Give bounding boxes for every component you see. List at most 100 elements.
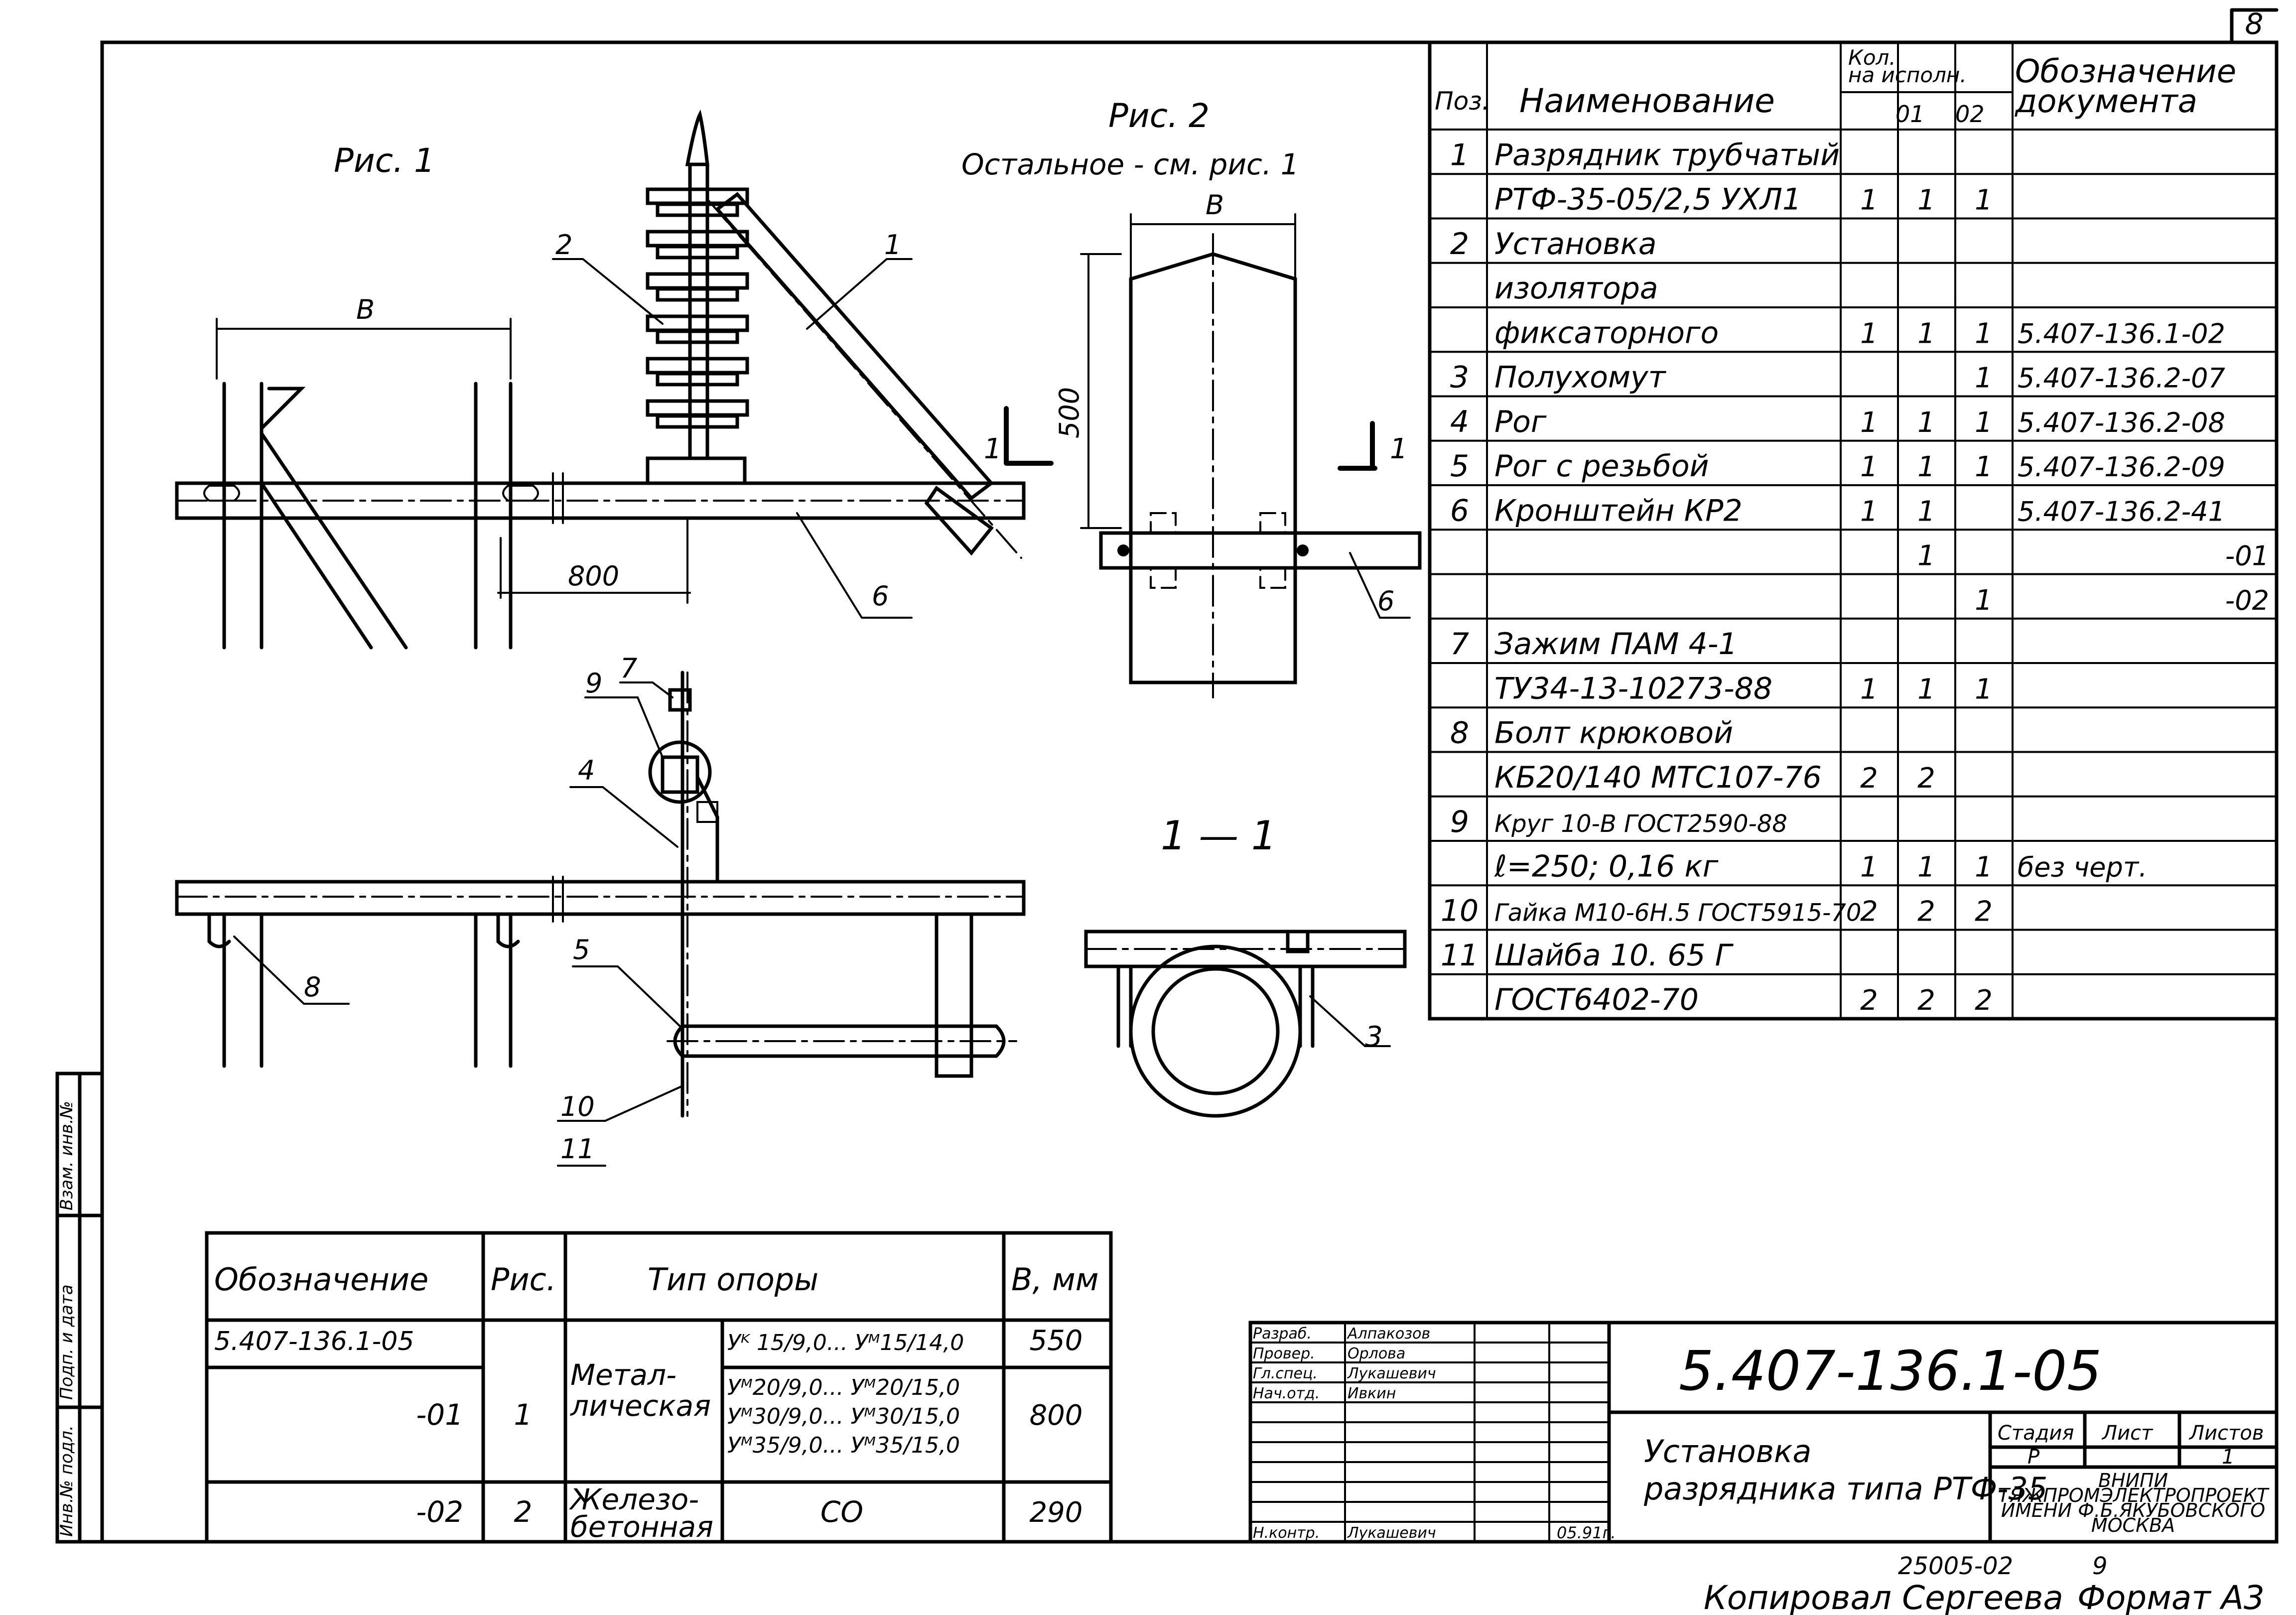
spec-head-qty-top: Кол. [1848,45,1896,70]
spec-row-pos: 6 [1450,493,1469,528]
spec-head-01: 01 [1895,101,1925,128]
callout-8: 8 [304,971,321,1003]
spec-head-name: Наименование [1519,82,1775,120]
spec-row-pos: 9 [1450,805,1469,839]
spec-row-qty: 1 [1860,851,1878,883]
variant-row-designation: -01 [416,1398,463,1432]
callout-10: 10 [560,1091,595,1122]
variant-row-b: 550 [1030,1325,1083,1357]
variant-head-designation: Обозначение [214,1261,428,1298]
spec-table: Поз. Наименование Кол. на исполн. 01 02 … [1428,40,2279,1021]
spec-head-doc-bottom: документа [2015,83,2197,120]
tb-date: 05.91г. [1557,1523,1616,1542]
variant-row-type: Железо-бетонная [569,1482,713,1544]
footer-sheet-no: 9 [2092,1552,2108,1580]
spec-head-qty-sub: на исполн. [1848,63,1967,87]
spec-row-name: ТУ34-13-10273-88 [1494,671,1772,706]
spec-head-02: 02 [1955,101,1985,128]
spec-row-name: фиксаторного [1494,315,1719,350]
tube-arrester [706,192,1022,559]
spec-row-qty: 1 [1860,495,1878,528]
spec-head-pos: Поз. [1435,87,1490,116]
variant-head-fig: Рис. [491,1261,556,1298]
variant-head-type: Тип опоры [648,1261,818,1298]
spec-row-qty-02: 1 [1975,406,1993,439]
spec-row-pos: 4 [1450,404,1469,439]
fig1-label: Рис. 1 [334,141,435,180]
section-label: 1 — 1 [1161,812,1277,859]
stamp-inventory: Инв.№ подл. [57,1425,77,1537]
spec-row-doc: 5.407-136.2-09 [2018,451,2225,483]
insulator [646,109,749,485]
variant-row-designation: -02 [416,1495,463,1529]
spec-row-qty-02: 1 [1975,851,1993,883]
spec-row-pos: 2 [1450,227,1469,262]
footer-format: Формат А3 [2077,1579,2265,1615]
spec-row-name: Зажим ПАМ 4-1 [1494,627,1738,662]
spec-row-doc: 5.407-136.2-07 [2018,363,2225,394]
spec-row-qty-01: 1 [1917,317,1935,350]
fig2-dim-b: B [1206,189,1224,221]
tb-stage: Р [2027,1446,2040,1469]
footer-copied: Копировал Сергеева [1704,1579,2063,1615]
spec-row-qty-01: 2 [1917,896,1935,928]
spec-row-pos: 3 [1450,360,1469,395]
fig2-dim-500: 500 [1054,387,1085,438]
tb-name: Орлова [1348,1345,1405,1362]
stamp-signature: Подп. и дата [57,1284,77,1400]
tb-role: Гл.спец. [1253,1365,1318,1382]
variant-row-designation: 5.407-136.1-05 [214,1327,414,1356]
spec-row-pos: 5 [1450,449,1469,484]
spec-row-doc: 5.407-136.2-08 [2018,407,2225,438]
variant-row-fig: 1 [514,1398,533,1432]
frame: 8 [100,7,2279,1544]
callout-6b: 6 [1377,585,1394,617]
spec-row-doc: 5.407-136.1-02 [2018,318,2225,349]
variant-head-b: В, мм [1011,1261,1099,1298]
tb-role: Разраб. [1253,1325,1312,1343]
spec-row-qty-02: 2 [1975,896,1993,928]
lower-view: 7 9 4 5 8 10 11 [175,653,1026,1167]
fig2-label: Рис. 2 [1108,97,1210,135]
spec-row-name: Полухомут [1494,360,1667,395]
callout-7: 7 [620,653,637,684]
spec-row-qty-02: 1 [1975,184,1993,217]
variant-row-type: Метал-лическая [570,1358,711,1423]
spec-row-qty: 1 [1860,451,1878,483]
callout-1: 1 [884,229,901,261]
spec-row-qty-01: 2 [1917,762,1935,795]
spec-row-name: ℓ=250; 0,16 кг [1494,849,1719,884]
tb-sheet-label: Лист [2101,1422,2154,1445]
spec-row-pos: 10 [1441,894,1479,929]
variant-row-models: Уᴷ 15/9,0... Уᴹ15/14,0 [727,1330,964,1355]
tb-name: Лукашевич [1347,1524,1436,1542]
fig1-dim-800: 800 [568,560,619,592]
tb-role: Н.контр. [1253,1524,1320,1542]
spec-row-qty-01: 1 [1917,540,1935,572]
spec-row-qty: 2 [1860,896,1878,928]
callout-2: 2 [555,229,572,261]
spec-row-name: Болт крюковой [1494,716,1733,751]
fig1-dim-b: B [356,294,375,325]
spec-row-name: РТФ-35-05/2,5 УХЛ1 [1494,182,1801,217]
spec-row-name: Шайба 10. 65 Г [1494,938,1734,973]
spec-row-name: Рог с резьбой [1494,449,1709,484]
section-mark-right: 1 [1390,433,1408,465]
spec-row-name: ГОСТ6402-70 [1494,982,1699,1017]
footer: 25005-02 9 Копировал Сергеева Формат А3 [1704,1552,2265,1615]
figure-2: Рис. 2 Остальное - см. рис. 1 B 500 6 1 [961,97,1422,698]
spec-row-pos: 8 [1450,716,1469,751]
spec-row-qty-02: 1 [1975,317,1993,350]
callout-5: 5 [573,934,590,965]
tb-sheets: 1 [2222,1446,2234,1469]
tb-name: Ивкин [1348,1385,1396,1402]
spec-row-pos: 7 [1450,627,1469,662]
callout-9: 9 [585,668,602,699]
callout-11: 11 [560,1133,595,1165]
spec-row-doc: без черт. [2018,851,2147,883]
tb-sheets-label: Листов [2188,1422,2264,1445]
variant-row-models: СО [820,1495,863,1529]
